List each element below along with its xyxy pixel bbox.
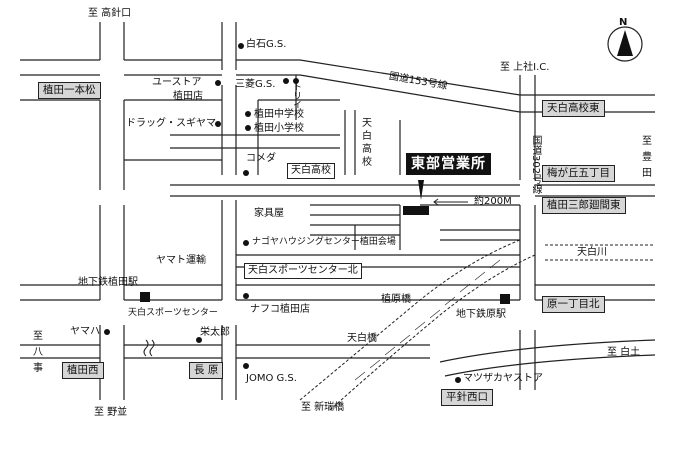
dir-kamiyashiro-ic: 至 上社I.C. xyxy=(500,62,550,73)
river-hatch xyxy=(354,259,501,381)
road-umegaoka xyxy=(170,184,655,197)
destination-label: 東部営業所 xyxy=(406,153,491,175)
road-break xyxy=(143,339,155,357)
dir-takabariguchi: 至 高針口 xyxy=(88,8,132,19)
ueda-es-marker xyxy=(245,125,251,131)
intersection-umegaoka: 梅が丘五丁目 xyxy=(542,165,615,182)
eitaro-marker xyxy=(196,337,202,343)
distance-label: 約200M xyxy=(474,196,512,207)
city-blocks xyxy=(257,99,520,250)
compass-icon xyxy=(607,26,643,62)
uehara-bashi-label: 植原橋 xyxy=(381,294,411,305)
kaguya-label: 家具屋 xyxy=(254,208,284,219)
ueda-es-label: 植田小学校 xyxy=(254,123,304,134)
drug-sugiyama-marker xyxy=(215,121,221,127)
matsuzaka-store-marker xyxy=(455,377,461,383)
yamato-label: ヤマト運輸 xyxy=(156,255,206,266)
tempaku-river-label: 天白川 xyxy=(577,247,607,258)
eustore-label-2: 植田店 xyxy=(173,91,203,102)
intersection-ueda-saburo: 植田三郎廻間東 xyxy=(542,197,626,214)
komeda-label: コメダ xyxy=(246,153,276,164)
intersection-hiraharibashi-nishi: 平針西口 xyxy=(441,389,493,406)
road-center-vertical xyxy=(221,22,237,400)
toriy-label: トリイ xyxy=(291,82,301,109)
tempaku-hs-label-1: 天 xyxy=(362,118,372,129)
shiraishi-gs-marker xyxy=(238,43,244,49)
route-302-label: 国道302号線 xyxy=(530,135,541,195)
yamaha-label: ヤマハ xyxy=(70,326,100,337)
jomo-gs-label: JOMO G.S. xyxy=(246,373,297,384)
tempaku-hs-label-4: 校 xyxy=(362,157,372,168)
matsuzaka-store-label: マツザカヤストア xyxy=(463,373,543,384)
eitaro-label: 栄太郎 xyxy=(200,327,230,338)
road-302-vertical xyxy=(519,75,536,390)
nafuko-marker xyxy=(243,293,249,299)
road-tempaku-koko xyxy=(170,134,340,149)
intersection-tempaku-koko-higashi: 天白高校東 xyxy=(542,100,605,117)
toriy-marker xyxy=(293,78,299,84)
subway-hara-label: 地下鉄原駅 xyxy=(456,309,506,320)
road-main-horizontal xyxy=(20,284,655,301)
dir-toyota-2: 豊 xyxy=(642,152,652,163)
ueda-jhs-marker xyxy=(245,111,251,117)
road-bottom-horizontal xyxy=(20,344,430,359)
dir-shiratsuchi: 至 白土 xyxy=(607,347,641,358)
dir-toyota-1: 至 xyxy=(642,136,652,147)
dir-yagoto-1: 至 xyxy=(33,331,43,342)
distance-arrow xyxy=(433,198,468,206)
intersection-nagahara: 長 原 xyxy=(189,362,224,379)
road-top-horizontal xyxy=(20,59,300,76)
drug-sugiyama-label: ドラッグ・スギヤマ xyxy=(126,118,216,129)
nagoya-housing-label: ナゴヤハウジングセンター植田会場 xyxy=(252,237,396,247)
road-left-misc xyxy=(20,99,222,161)
ueda-jhs-label: 植田中学校 xyxy=(254,109,304,120)
intersection-ueda-nishi: 植田西 xyxy=(62,362,104,379)
sports-center-label: 天白スポーツセンター xyxy=(128,308,218,318)
road-left-vertical xyxy=(99,22,125,400)
intersection-hara-icchome: 原一丁目北 xyxy=(542,296,605,313)
intersection-ueda-ipponmatsu: 植田一本松 xyxy=(38,82,101,99)
mitsubishi-gs-marker xyxy=(283,78,289,84)
dir-yagoto-3: 事 xyxy=(33,363,43,374)
yamaha-marker xyxy=(104,329,110,335)
tempaku-river xyxy=(299,239,655,411)
tempaku-hs-label-2: 白 xyxy=(362,131,372,142)
komeda-marker xyxy=(243,170,249,176)
tempaku-hs-label-3: 高 xyxy=(362,144,372,155)
eustore-label-1: ユーストア xyxy=(152,77,202,88)
tempaku-bashi-label: 天白橋 xyxy=(347,333,377,344)
mitsubishi-gs-label: 三菱G.S. xyxy=(235,79,276,90)
intersection-sports-center-kita: 天白スポーツセンター北 xyxy=(244,263,362,279)
compass-north-label: N xyxy=(619,17,628,28)
dir-yagoto-2: 八 xyxy=(33,347,43,358)
route-153 xyxy=(299,59,655,113)
destination-pointer xyxy=(403,180,429,215)
shiraishi-gs-label: 白石G.S. xyxy=(246,39,287,50)
road-shiratsuchi xyxy=(439,339,656,377)
jomo-gs-marker xyxy=(243,363,249,369)
subway-hara-marker xyxy=(500,294,510,304)
intersection-tempaku-koko: 天白高校 xyxy=(287,163,335,179)
eustore-marker xyxy=(215,80,221,86)
nafuko-label: ナフコ植田店 xyxy=(250,304,310,315)
subway-ueda-marker xyxy=(140,292,150,302)
dir-toyota-3: 田 xyxy=(642,168,652,179)
dir-nonami: 至 野並 xyxy=(94,407,128,418)
nagoya-housing-marker xyxy=(243,240,249,246)
dir-aratamabashi: 至 新瑞橋 xyxy=(301,402,345,413)
subway-ueda-label: 地下鉄植田駅 xyxy=(78,277,138,288)
